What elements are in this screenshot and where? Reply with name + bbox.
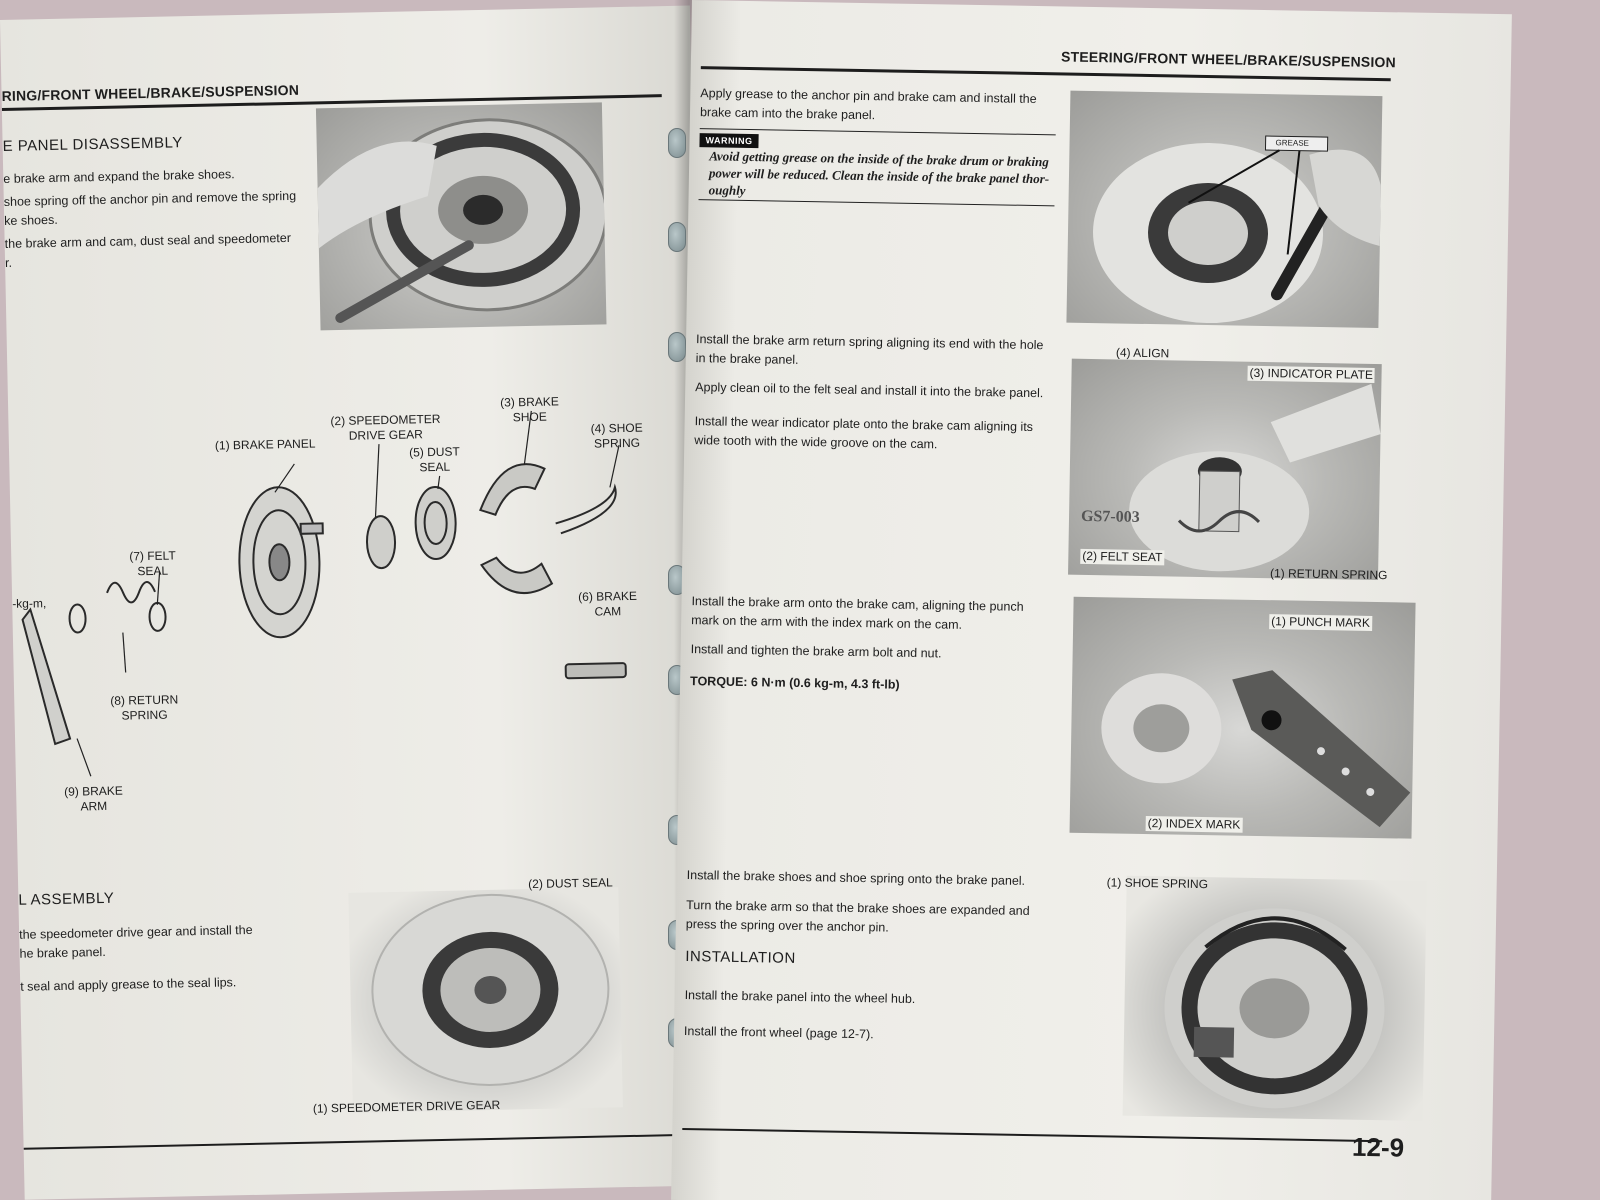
label-line: SEAL [419,459,451,475]
label-line: (6) BRAKE [578,588,638,605]
installation-title: INSTALLATION [685,948,796,967]
indicator-plate-photo: GS7-003 [1068,358,1382,581]
assembly-title: L ASSEMBLY [18,889,115,909]
torque-spec: TORQUE: 6 N·m (0.6 kg-m, 4.3 ft-lb) [689,674,900,692]
label-line: (4) SHOE [590,420,643,436]
disassembly-text: e brake arm and expand the brake shoes. … [3,164,305,273]
label-speedometer-gear: (2) SPEEDOMETER DRIVE GEAR [330,412,441,444]
step-brake-arm: Install the brake arm onto the brake cam… [691,592,1062,636]
label-dust-seal-photo: (2) DUST SEAL [528,875,613,892]
disassembly-title: E PANEL DISASSEMBLY [2,134,183,155]
label-line: (3) BRAKE [499,394,559,410]
grease-label: GREASE [1275,138,1310,148]
label-torque-fragment: -kg-m, [12,596,47,611]
step-turn-arm: Turn the brake arm so that the brake sho… [686,896,1087,941]
label-punch-mark: (1) PUNCH MARK [1269,614,1373,631]
step-shoes: Install the brake shoes and shoe spring … [686,868,1026,888]
label-shoe-spring: (4) SHOE SPRING [591,421,644,452]
assembly-text: the speedometer drive gear and install t… [19,920,320,997]
binder-ring [668,332,686,362]
step-indicator-plate: Install the wear indicator plate onto th… [694,412,1065,456]
label-line: (2) SPEEDOMETER [330,411,441,429]
label-line: ARM [80,798,108,814]
punch-mark-photo [1069,596,1416,839]
exploded-brake-diagram [21,410,627,777]
label-line: SPRING [121,707,168,723]
step-return-spring: Install the brake arm return spring alig… [696,330,1067,374]
label-line: CAM [594,604,622,619]
label-index-mark: (2) INDEX MARK [1145,816,1243,833]
label-indicator-plate: (3) INDICATOR PLATE [1247,365,1376,383]
label-speedometer-gear-photo: (1) SPEEDOMETER DRIVE GEAR [312,1097,501,1116]
warning-tag: WARNING [699,133,759,149]
assembly-line: t seal and apply grease to the seal lips… [20,975,237,994]
shoe-spring-photo [1122,875,1427,1121]
step-felt-seal: Apply clean oil to the felt seal and ins… [695,380,1044,401]
label-return-spring: (8) RETURN SPRING [110,692,179,723]
label-brake-shoe: (3) BRAKE SHOE [500,394,559,425]
left-page: RING/FRONT WHEEL/BRAKE/SUSPENSION E PANE… [0,5,715,1200]
disassembly-line: e brake arm and expand the brake shoes. [3,167,235,186]
brake-panel-disassembly-photo [315,102,607,331]
label-line: SEAL [137,563,169,579]
label-line: DRIVE GEAR [348,427,423,443]
label-shoe-spring-photo: (1) SHOE SPRING [1106,875,1209,892]
label-felt-seal: (7) FELT SEAL [129,548,176,579]
left-page-header: RING/FRONT WHEEL/BRAKE/SUSPENSION [1,81,300,104]
binder-ring [668,128,686,158]
dust-seal-photo [348,887,623,1113]
right-page: STEERING/FRONT WHEEL/BRAKE/SUSPENSION Ap… [671,0,1512,1200]
grease-application-photo: GREASE [1066,90,1383,329]
step-tighten: Install and tighten the brake arm bolt a… [690,642,942,661]
step-install-wheel: Install the front wheel (page 12-7). [683,1024,874,1042]
page-number: 12-9 [1351,1131,1405,1163]
footer-rule [682,1128,1383,1143]
footer-rule [23,1134,674,1150]
label-line: (9) BRAKE [64,783,123,799]
label-brake-arm: (9) BRAKE ARM [64,784,123,815]
label-dust-seal: (5) DUST SEAL [409,444,460,475]
part-stamp: GS7-003 [1080,507,1140,526]
step-grease-cam: Apply grease to the anchor pin and brake… [700,84,1061,128]
binder-ring [668,222,686,252]
label-return-spring-photo: (1) RETURN SPRING [1269,566,1388,583]
label-line: SPRING [593,435,641,451]
step-install-panel: Install the brake panel into the wheel h… [684,988,916,1007]
label-align: (4) ALIGN [1115,345,1170,361]
label-brake-panel: (1) BRAKE PANEL [214,436,316,453]
warning-box: WARNING Avoid getting grease on the insi… [698,128,1056,207]
label-line: SHOE [512,409,547,425]
label-brake-cam: (6) BRAKE CAM [578,589,637,620]
label-line: (8) RETURN [110,692,179,708]
label-line: (5) DUST [409,444,460,460]
label-line: (7) FELT [129,548,176,564]
label-felt-seat: (2) FELT SEAT [1080,548,1165,566]
warning-text: Avoid getting grease on the inside of th… [709,147,1056,204]
right-page-header: STEERING/FRONT WHEEL/BRAKE/SUSPENSION [1060,48,1397,71]
